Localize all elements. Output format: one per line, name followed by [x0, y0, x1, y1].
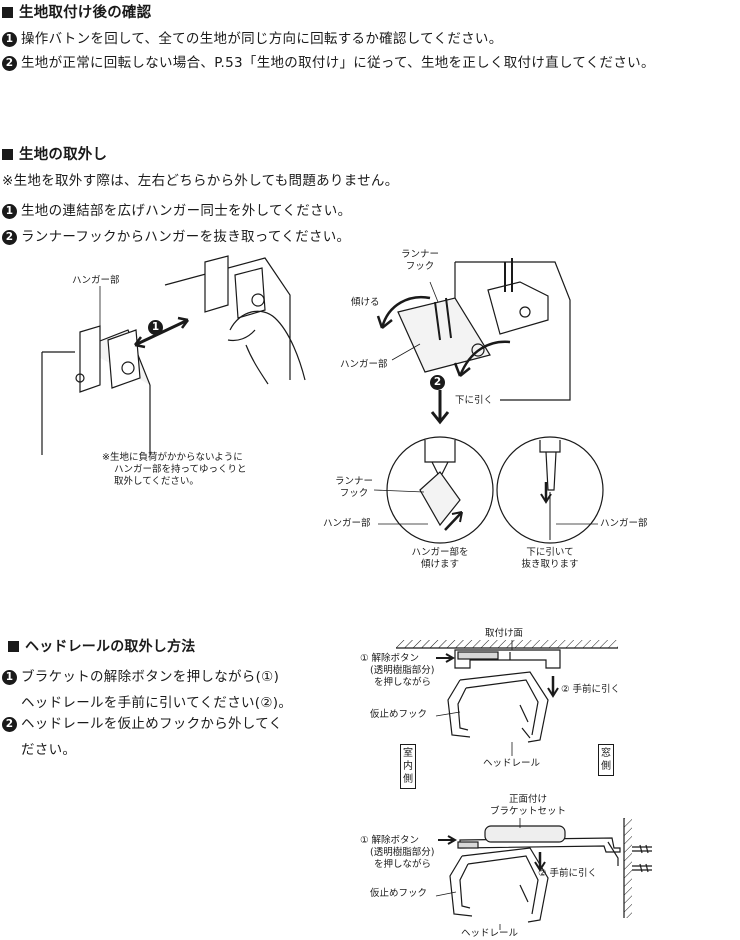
step-number-badge: 2 [2, 56, 17, 71]
label-release-button: ① 解除ボタン (透明樹脂部分) を押しながら [360, 653, 435, 688]
label-runner-hook: ランナー フック [400, 249, 439, 272]
label-runner-hook-2: ランナー フック [334, 476, 373, 499]
label-head-rail: ヘッドレール [483, 758, 541, 769]
caption-tilt-hanger: ハンガー部を 傾けます [411, 547, 469, 570]
square-bullet-icon [2, 149, 13, 160]
label-temp-hook: 仮止めフック [370, 709, 428, 720]
label-tilt: 傾ける [351, 297, 380, 308]
label-pull-down: 下に引く [455, 395, 494, 406]
square-bullet-icon [8, 641, 19, 652]
label-window-side: 窓側 [598, 744, 614, 776]
label-hanger-part: ハンガー部 [72, 275, 120, 286]
label-pull-forward: ② 手前に引く [561, 684, 621, 695]
label-head-rail-2: ヘッドレール [461, 928, 519, 939]
step-number-badge: 2 [2, 230, 17, 245]
step-number-badge: 2 [2, 717, 17, 732]
caution-line-2: ハンガー部を持ってゆっくりと [114, 464, 247, 475]
label-hanger-part-4: ハンガー部 [600, 518, 648, 529]
caution-line-3: 取外してください。 [114, 476, 199, 487]
step-badge-2: 2 [430, 371, 449, 390]
s2-note: ※生地を取外す際は、左右どちらから外しても問題ありません。 [2, 173, 399, 189]
caption-pull-out: 下に引いて 抜き取ります [521, 547, 579, 570]
caution-line-1: ※生地に負荷がかからないように [102, 452, 243, 463]
label-indoor-side: 室内側 [400, 744, 416, 789]
label-temp-hook-2: 仮止めフック [370, 888, 428, 899]
section-title-headrail-removal: ヘッドレールの取外し方法 [8, 636, 195, 656]
label-pull-forward-2: ② 手前に引く [538, 868, 598, 879]
step-number-badge: 1 [2, 670, 17, 685]
step-number-badge: 1 [2, 32, 17, 47]
square-bullet-icon [2, 7, 13, 18]
label-hanger-part-3: ハンガー部 [323, 518, 371, 529]
label-hanger-part-2: ハンガー部 [340, 359, 388, 370]
label-release-button-2: ① 解除ボタン (透明樹脂部分) を押しながら [360, 835, 435, 870]
label-bracket-set: 正面付け ブラケットセット [489, 794, 566, 817]
section-title-fabric-check: 生地取付け後の確認 [2, 1, 151, 22]
section-title-fabric-removal: 生地の取外し [2, 143, 107, 164]
step-badge-1: 1 [148, 316, 167, 335]
step-number-badge: 1 [2, 204, 17, 219]
label-mount-surface: 取付け面 [485, 628, 524, 639]
